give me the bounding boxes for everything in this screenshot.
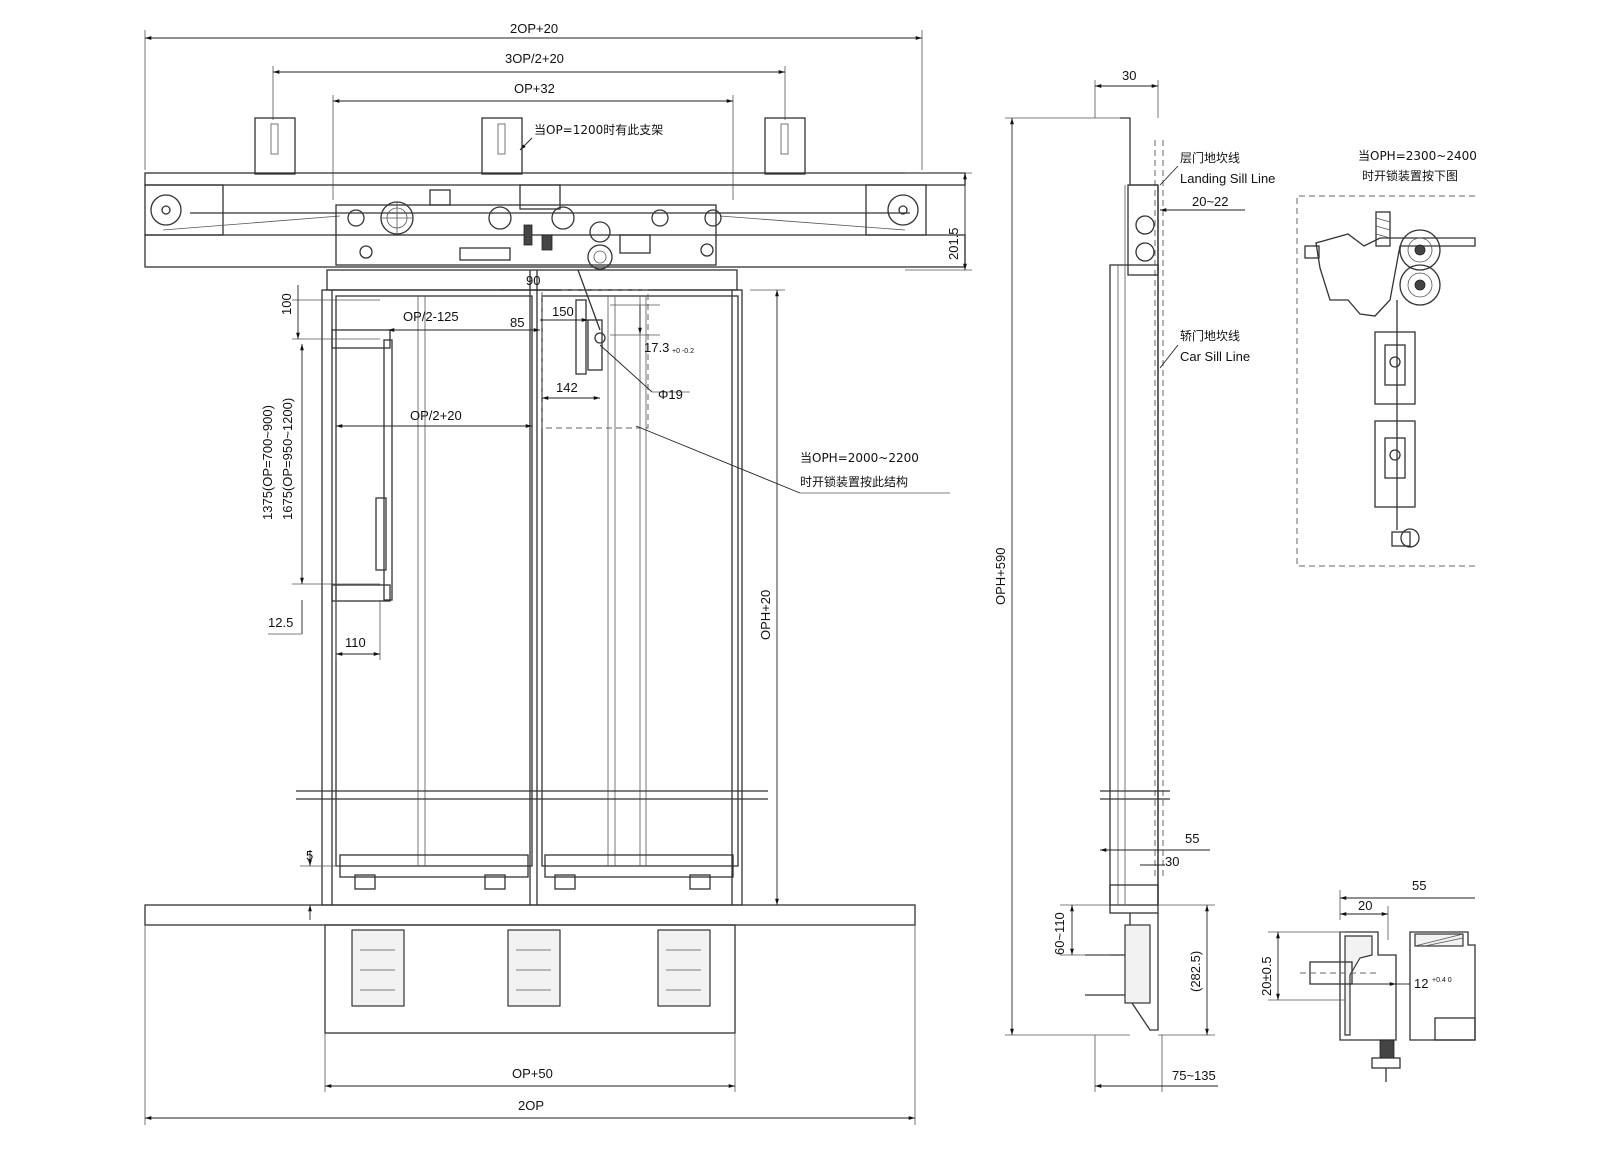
lock-note-line-2: 时开锁装置按此结构 [800,474,908,489]
detail-dim-12-tolerance: +0.4 0 [1432,977,1452,984]
dim-phi-19: Φ19 [658,387,683,402]
unlock-detail-note-2: 时开锁装置按下图 [1362,168,1458,183]
detail-dim-55: 55 [1412,878,1426,893]
door-panels [296,269,768,906]
dim-17-3: 17.3 [644,340,669,355]
dim-2op-plus-20: 2OP+20 [510,21,558,36]
side-dim-oph-plus-590: OPH+590 [993,548,1008,605]
door-header [144,172,966,270]
side-view: 30 OPH+590 层门地坎线 Landing Sill Line 20~22… [993,68,1275,1092]
detail-dim-20-tolerance: 20±0.5 [1259,956,1274,996]
landing-sill-label-en: Landing Sill Line [1180,171,1275,186]
sill-assembly: OP+50 2OP [144,904,916,1125]
detail-dim-20: 20 [1358,898,1372,913]
side-dim-282-5: (282.5) [1188,951,1203,992]
side-dim-75-135: 75~135 [1172,1068,1216,1083]
dim-150: 150 [552,304,574,319]
dim-12-5: 12.5 [268,615,293,630]
side-dim-55: 55 [1185,831,1199,846]
dim-142: 142 [556,380,578,395]
dim-100: 100 [279,293,294,315]
dim-3op-2-plus-20: 3OP/2+20 [505,51,564,66]
dim-1675: 1675(OP=950~1200) [280,398,295,520]
dim-op-plus-32: OP+32 [514,81,555,96]
header-height-dim: 201.5 [905,172,972,271]
dim-op-2-plus-20: OP/2+20 [410,408,462,423]
hanger-brackets [254,117,806,175]
side-dim-30-top: 30 [1122,68,1136,83]
car-sill-label-cn: 轿门地坎线 [1180,328,1240,343]
dim-201-5: 201.5 [946,227,961,260]
dim-op-2-minus-125: OP/2-125 [403,309,459,324]
detail-dim-12: 12 [1414,976,1428,991]
dim-op-plus-50: OP+50 [512,1066,553,1081]
dim-1375: 1375(OP=700~900) [260,405,275,520]
unlock-detail-note-1: 当OPH=2300~2400 [1358,149,1477,163]
side-dim-30-bottom: 30 [1165,854,1179,869]
front-view: 2OP+20 3OP/2+20 OP+32 当OP=1200时有此支架 [144,21,972,1125]
side-dim-60-110: 60~110 [1052,912,1067,955]
dim-2op: 2OP [518,1098,544,1113]
top-dimensions: 2OP+20 3OP/2+20 OP+32 当OP=1200时有此支架 [144,21,923,200]
side-dim-20-22: 20~22 [1192,194,1229,209]
bracket-note: 当OP=1200时有此支架 [534,123,663,137]
lock-note-line-1: 当OPH=2000~2200 [800,451,919,465]
car-sill-label-en: Car Sill Line [1180,349,1250,364]
landing-sill-label-cn: 层门地坎线 [1180,150,1240,165]
dim-110: 110 [345,635,366,650]
sill-section-detail: 55 20 20±0.5 12 +0.4 0 [1259,878,1476,1082]
dim-5: 5 [306,848,313,863]
dim-85: 85 [510,315,524,330]
unlock-detail: 当OPH=2300~2400 时开锁装置按下图 [1296,149,1477,567]
dim-17-3-tolerance: +0 -0.2 [672,348,694,355]
dim-90: 90 [526,273,540,288]
front-inner-dims: 100 OP/2-125 85 150 90 17.3 +0 -0.2 142 … [260,273,950,920]
dim-oph-plus-20: OPH+20 [758,590,773,640]
